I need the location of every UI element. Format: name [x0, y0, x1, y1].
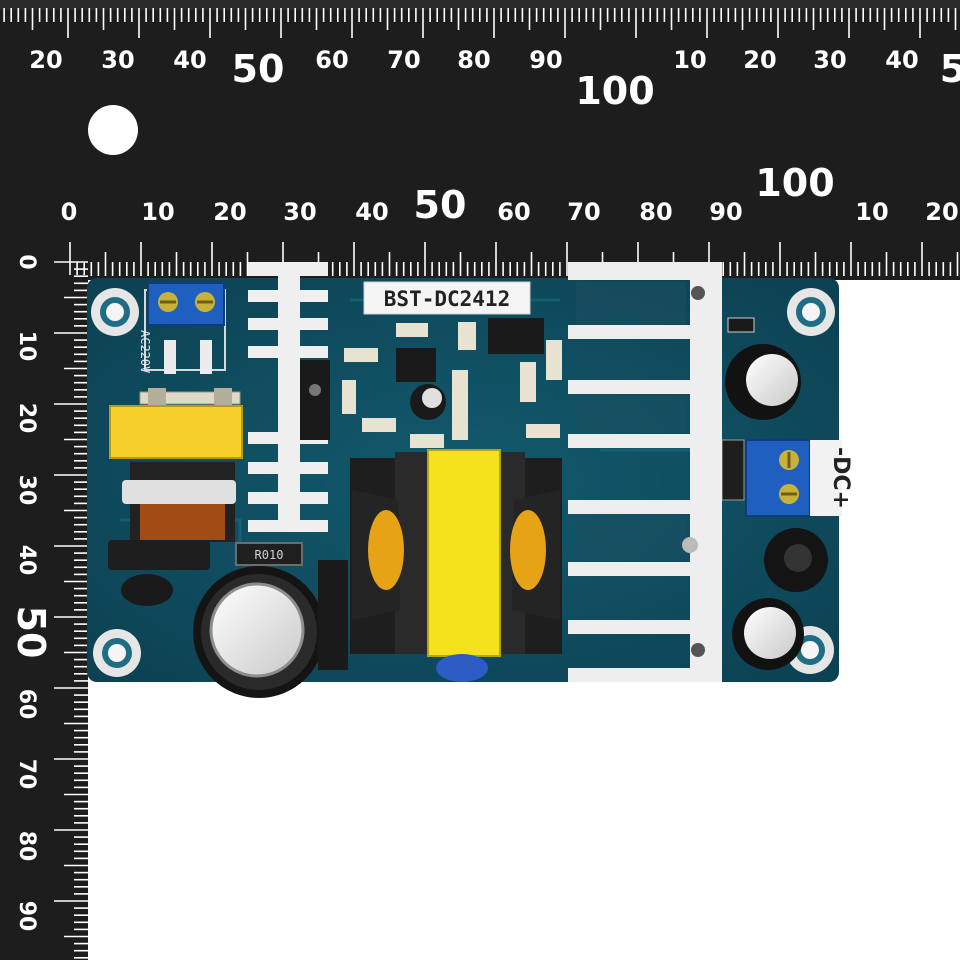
- ruler-hole: [88, 105, 138, 155]
- ruler-label: 0: [61, 198, 78, 226]
- ruler-label: 10: [141, 198, 174, 226]
- ruler-major-label: 100: [755, 161, 834, 205]
- ruler-label: 80: [457, 46, 490, 74]
- common-mode-choke: [122, 462, 236, 542]
- smd-resistor: [727, 317, 755, 333]
- ruler-label: 40: [355, 198, 388, 226]
- fuse: [139, 388, 241, 408]
- ruler-label: 70: [14, 759, 39, 790]
- mounting-hole: [91, 288, 139, 336]
- mounting-hole: [93, 629, 141, 677]
- ruler-label: 40: [885, 46, 918, 74]
- input-label: AC220V: [138, 330, 152, 373]
- ruler-label: 20: [925, 198, 958, 226]
- mounting-hole: [787, 288, 835, 336]
- x-capacitor: [109, 405, 243, 459]
- ruler-label: 70: [567, 198, 600, 226]
- ruler-label: 10: [855, 198, 888, 226]
- output-label: -DC+: [828, 447, 853, 509]
- ruler-label: 60: [315, 46, 348, 74]
- ruler-major-label: 50: [414, 183, 467, 227]
- ruler-label: 30: [813, 46, 846, 74]
- ruler-label: 30: [101, 46, 134, 74]
- bulk-capacitor: [193, 566, 325, 698]
- ruler-label: 30: [14, 475, 39, 506]
- ruler-left: 0 10 20 30 40 60 70 80 90 50: [0, 254, 88, 960]
- ruler-label: 60: [497, 198, 530, 226]
- svg-text:R010: R010: [255, 548, 284, 562]
- ruler-label: 30: [283, 198, 316, 226]
- ruler-label: 80: [639, 198, 672, 226]
- ruler-label: 40: [173, 46, 206, 74]
- smd-components: [342, 318, 562, 448]
- ruler-major-label: 50: [232, 47, 285, 91]
- current-sense-resistor: R010: [235, 542, 303, 566]
- output-inductor: [764, 528, 828, 592]
- ruler-label: 40: [14, 545, 39, 576]
- ruler-major-label: 5: [940, 47, 960, 91]
- small-capacitor: [410, 384, 446, 420]
- thermistor: [121, 574, 173, 606]
- bridge-rectifier: [108, 540, 210, 570]
- output-capacitor: [732, 598, 804, 670]
- ruler-label: 70: [387, 46, 420, 74]
- output-label-box: -DC+: [810, 440, 853, 516]
- ruler-ticks-left: [54, 261, 88, 959]
- ruler-label: 20: [213, 198, 246, 226]
- transformer: [350, 449, 562, 682]
- ruler-label: 0: [14, 254, 39, 269]
- ruler-label: 60: [14, 689, 39, 720]
- right-heatsink: [568, 262, 722, 682]
- ruler-ticks-row1: [3, 8, 957, 38]
- ruler-label: 90: [14, 901, 39, 932]
- model-label: BST-DC2412: [384, 287, 510, 311]
- output-capacitor: [725, 344, 801, 420]
- left-heatsink: [248, 262, 330, 532]
- ruler-label: 20: [29, 46, 62, 74]
- output-terminal-block: [745, 439, 811, 517]
- rectifier-diode: [721, 439, 745, 501]
- ruler-label: 20: [743, 46, 776, 74]
- ruler-label: 20: [14, 403, 39, 434]
- model-label-box: BST-DC2412: [363, 281, 531, 315]
- ruler-label: 10: [673, 46, 706, 74]
- ruler-major-label: 50: [9, 606, 53, 659]
- ruler-label: 10: [14, 331, 39, 362]
- ruler-label: 90: [529, 46, 562, 74]
- ruler-label: 80: [14, 831, 39, 862]
- input-terminal-block: [144, 282, 226, 374]
- bottom-diode: [318, 560, 348, 670]
- pcb-board: AC220V R010: [87, 262, 853, 698]
- ruler-label: 90: [709, 198, 742, 226]
- ruler-major-label: 100: [575, 69, 654, 113]
